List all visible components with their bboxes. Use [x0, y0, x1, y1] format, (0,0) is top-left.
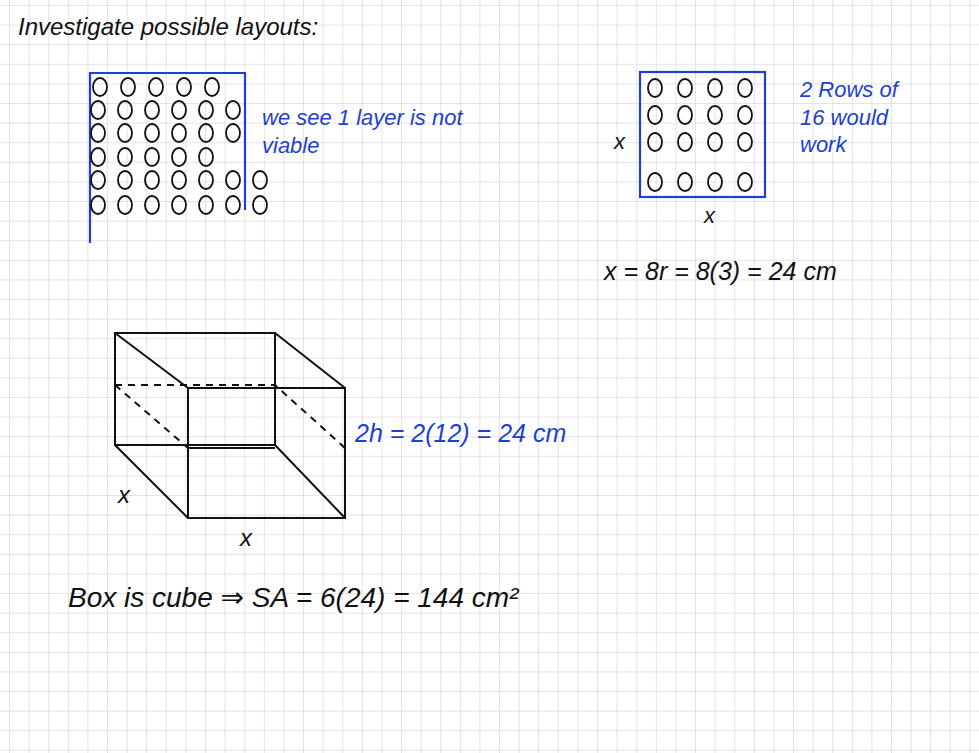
- can-circle: [145, 101, 159, 119]
- layout-outline: [90, 73, 245, 243]
- can-circle: [118, 171, 132, 189]
- can-circle: [199, 124, 213, 142]
- can-circle: [708, 173, 722, 191]
- can-circle: [91, 171, 105, 189]
- conclusion: Box is cube ⇒ SA = 6(24) = 144 cm²: [68, 580, 518, 615]
- cube-sketch: [115, 333, 345, 518]
- can-circle: [738, 79, 752, 97]
- dimension-label: x: [240, 523, 252, 553]
- can-circle: [91, 196, 105, 214]
- can-circle: [205, 78, 219, 96]
- can-circle: [648, 173, 662, 191]
- can-circle: [648, 106, 662, 124]
- can-circle: [648, 79, 662, 97]
- can-circle: [199, 101, 213, 119]
- can-circle: [708, 79, 722, 97]
- can-circle: [118, 148, 132, 166]
- cube-edge: [188, 447, 275, 449]
- dimension-label: x: [704, 202, 715, 230]
- can-circle: [172, 171, 186, 189]
- can-circle: [253, 171, 267, 189]
- can-circle: [226, 196, 240, 214]
- can-circle: [226, 124, 240, 142]
- can-circle: [91, 101, 105, 119]
- note: 2 Rows of 16 would work: [800, 76, 912, 159]
- calculation: 2h = 2(12) = 24 cm: [355, 418, 566, 449]
- can-circle: [145, 171, 159, 189]
- can-circle: [145, 148, 159, 166]
- can-circle: [708, 106, 722, 124]
- can-circle: [199, 148, 213, 166]
- can-circle: [145, 124, 159, 142]
- can-circle: [91, 148, 105, 166]
- half-plane: [115, 385, 345, 448]
- can-circle: [199, 171, 213, 189]
- can-circle: [118, 101, 132, 119]
- dimension-label: x: [118, 480, 130, 510]
- can-circle: [145, 196, 159, 214]
- can-circle: [118, 124, 132, 142]
- can-circle: [118, 196, 132, 214]
- can-circle: [93, 78, 107, 96]
- can-circle: [708, 133, 722, 151]
- can-circle: [678, 79, 692, 97]
- can-circle: [172, 124, 186, 142]
- can-circle: [177, 78, 191, 96]
- dimension-label: x: [614, 128, 625, 156]
- can-circle: [226, 101, 240, 119]
- can-circle: [172, 101, 186, 119]
- can-circle: [121, 78, 135, 96]
- can-circle: [253, 196, 267, 214]
- can-circle: [172, 148, 186, 166]
- can-circle: [738, 173, 752, 191]
- can-circle: [226, 171, 240, 189]
- can-circle: [199, 196, 213, 214]
- can-circle: [738, 133, 752, 151]
- can-circles: [91, 78, 752, 214]
- calculation: x = 8r = 8(3) = 24 cm: [604, 256, 837, 287]
- can-circle: [91, 124, 105, 142]
- can-circle: [149, 78, 163, 96]
- can-circle: [648, 133, 662, 151]
- can-circle: [678, 173, 692, 191]
- cube-edge: [188, 388, 345, 518]
- can-circle: [678, 133, 692, 151]
- note: we see 1 layer is not viable: [262, 104, 502, 159]
- can-circle: [678, 106, 692, 124]
- can-circle: [172, 196, 186, 214]
- heading: Investigate possible layouts:: [18, 12, 318, 42]
- cube-edge: [115, 333, 345, 518]
- layout-outline: [640, 72, 765, 197]
- can-circle: [738, 106, 752, 124]
